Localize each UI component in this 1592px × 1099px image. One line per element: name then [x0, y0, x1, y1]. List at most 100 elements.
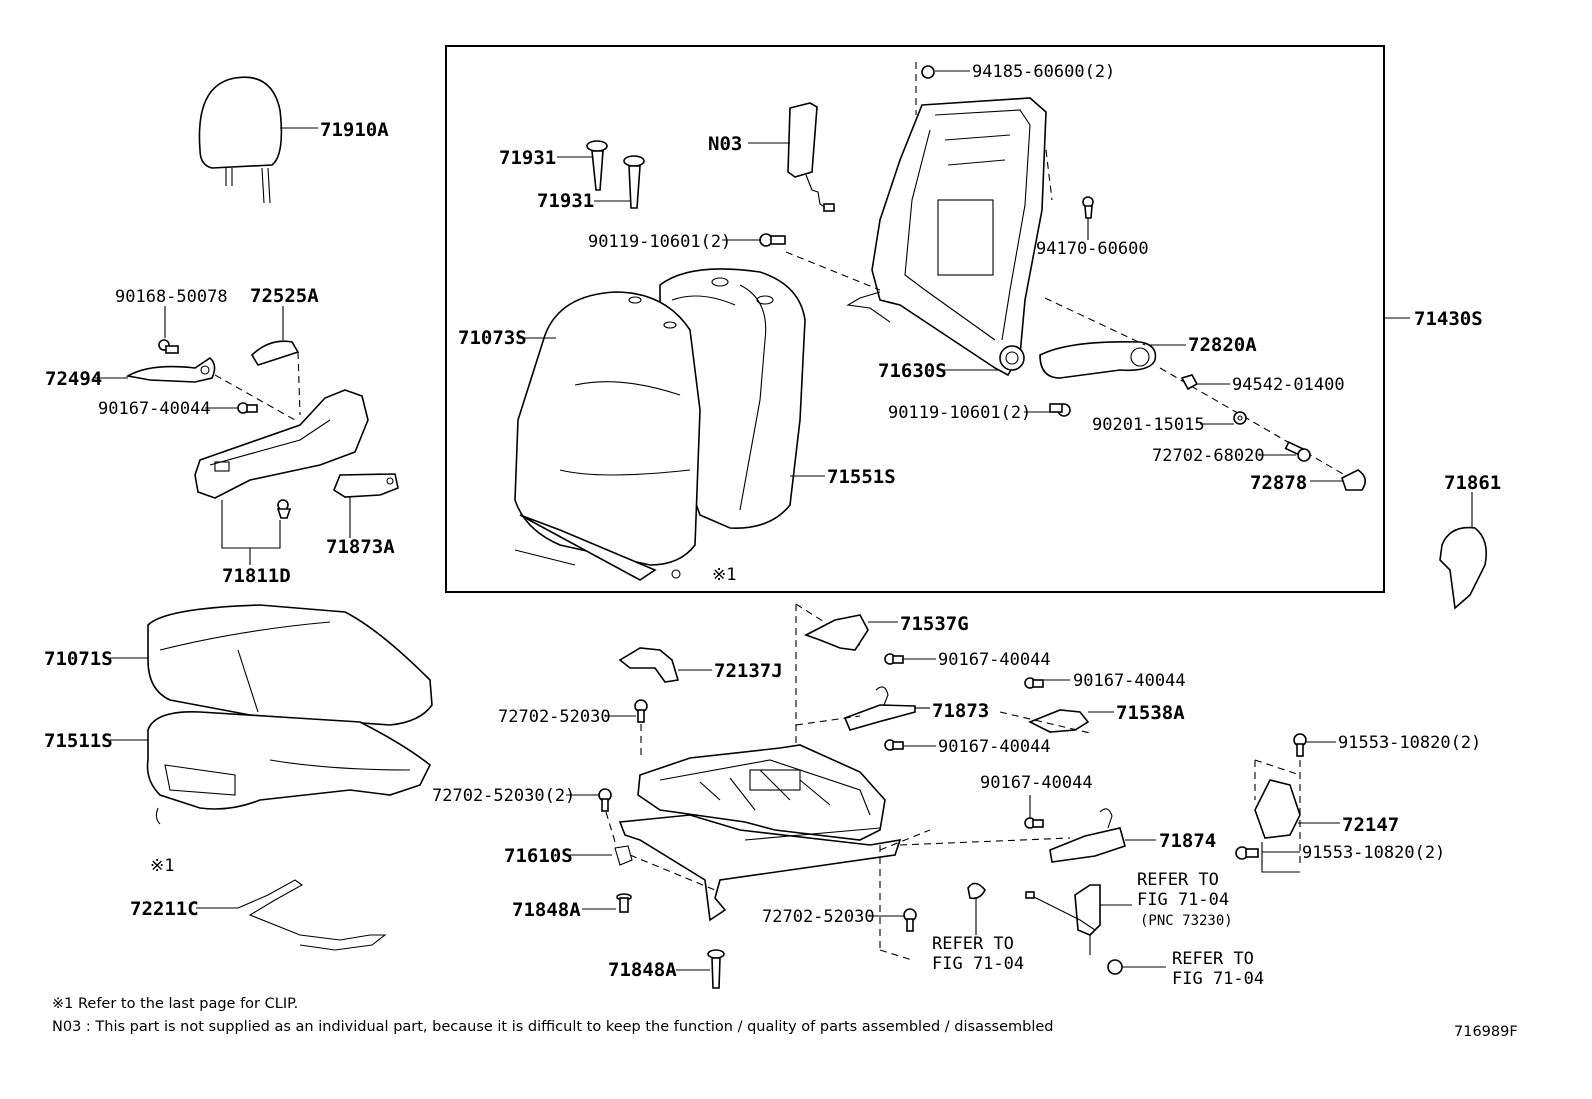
label-clip-cushion: ※1	[150, 856, 174, 876]
refer-label-1-line2[interactable]: FIG 71-04	[1137, 890, 1229, 910]
footnote-clip: ※1 Refer to the last page for CLIP.	[52, 996, 298, 1012]
label-90167-side: 90167-40044	[98, 399, 211, 419]
label-71873A: 71873A	[326, 536, 395, 558]
seatbelt-buckle[interactable]	[1025, 884, 1101, 936]
label-71511S: 71511S	[44, 730, 113, 752]
seat-cushion-pad-part[interactable]	[146, 711, 432, 810]
knob-72525A[interactable]	[250, 340, 300, 366]
label-72147: 72147	[1342, 814, 1399, 836]
bolt-72702-68020[interactable]	[1284, 441, 1311, 462]
label-71861: 71861	[1444, 472, 1501, 494]
label-90167-d: 90167-40044	[980, 773, 1093, 793]
bolt-72702-52030-b[interactable]	[598, 788, 612, 812]
screw-90167-side[interactable]	[237, 402, 258, 414]
bolt-94170[interactable]	[1082, 196, 1094, 219]
seatback-frame-part[interactable]	[846, 97, 1047, 377]
cover-71537G[interactable]	[803, 614, 869, 651]
label-72878: 72878	[1250, 472, 1307, 494]
bracket-71538A[interactable]	[1028, 709, 1090, 733]
label-71910A: 71910A	[320, 119, 389, 141]
side-cover-71861[interactable]	[1439, 526, 1488, 610]
label-72702-52030-b: 72702-52030(2)	[432, 786, 575, 806]
label-90168: 90168-50078	[115, 287, 228, 307]
label-90167-c: 90167-40044	[938, 737, 1051, 757]
label-clip-seatback: ※1	[712, 565, 736, 585]
bracket-71873[interactable]	[843, 686, 916, 731]
label-94170: 94170-60600	[1036, 239, 1149, 259]
seat-cushion-cover-part[interactable]	[147, 604, 433, 726]
bolt-72702-52030-a[interactable]	[634, 699, 648, 723]
seatback-cover-part[interactable]	[514, 291, 701, 581]
label-71873: 71873	[932, 700, 989, 722]
seat-adjuster-71610S[interactable]	[614, 744, 902, 922]
nut-refer[interactable]	[1107, 959, 1123, 975]
armrest-part[interactable]	[1039, 340, 1157, 379]
pin-71848A-b[interactable]	[707, 949, 725, 989]
label-90119-upper: 90119-10601(2)	[588, 232, 731, 252]
pin-71848A-a[interactable]	[616, 893, 632, 913]
label-90167-a: 90167-40044	[938, 650, 1051, 670]
cover-72137J[interactable]	[618, 647, 680, 683]
clip-part-71931[interactable]	[586, 140, 645, 209]
bracket-71873A[interactable]	[333, 473, 399, 498]
label-71073S: 71073S	[458, 327, 527, 349]
label-71630S: 71630S	[878, 360, 947, 382]
label-N03: N03	[708, 133, 742, 155]
washer-90201[interactable]	[1233, 411, 1247, 425]
label-94542: 94542-01400	[1232, 375, 1345, 395]
bolt-90168[interactable]	[158, 339, 179, 354]
refer-label-3-line2[interactable]: FIG 71-04	[1172, 969, 1264, 989]
screw-90167-a[interactable]	[884, 653, 904, 665]
airbag-module-part[interactable]	[787, 102, 835, 212]
bolt-94185[interactable]	[921, 65, 935, 79]
footnote-n03: N03 : This part is not supplied as an in…	[52, 1019, 1053, 1035]
label-72702-52030-a: 72702-52030	[498, 707, 611, 727]
bolt-90119-lower[interactable]	[1049, 403, 1071, 417]
label-90119-lower: 90119-10601(2)	[888, 403, 1031, 423]
bracket-72147[interactable]	[1254, 779, 1301, 839]
screw-90167-d[interactable]	[1024, 817, 1044, 829]
label-71538A: 71538A	[1116, 702, 1185, 724]
clip-marker-cushion	[155, 807, 161, 825]
label-94185: 94185-60600(2)	[972, 62, 1115, 82]
label-71610S: 71610S	[504, 845, 573, 867]
side-shield-71811D[interactable]	[194, 389, 369, 499]
lever-72494[interactable]	[125, 356, 216, 383]
label-71931-a: 71931	[499, 147, 556, 169]
refer-label-1-pnc: (PNC 73230)	[1140, 913, 1233, 929]
label-72702-68020: 72702-68020	[1152, 446, 1265, 466]
screw-90167-b[interactable]	[1024, 677, 1044, 689]
headrest-part[interactable]	[198, 76, 283, 204]
refer-label-2-line1[interactable]: REFER TO	[932, 934, 1014, 954]
label-91553-b: 91553-10820(2)	[1302, 843, 1445, 863]
seatback-assembly-frame	[445, 45, 1385, 593]
cover-71874[interactable]	[1049, 808, 1126, 863]
figure-id: 716989F	[1454, 1024, 1518, 1040]
wire-72211C[interactable]	[237, 879, 387, 951]
refer-label-1-line1[interactable]: REFER TO	[1137, 870, 1219, 890]
bolt-91553-b[interactable]	[1235, 846, 1259, 860]
clip-71811D[interactable]	[276, 499, 292, 519]
label-71430S: 71430S	[1414, 308, 1483, 330]
clip-marker-seatback	[671, 569, 681, 579]
screw-90167-c[interactable]	[884, 739, 904, 751]
cap-72878[interactable]	[1341, 469, 1366, 491]
label-72211C: 72211C	[130, 898, 199, 920]
bolt-72702-52030-c[interactable]	[903, 908, 917, 932]
label-72702-52030-c: 72702-52030	[762, 907, 875, 927]
label-72525A: 72525A	[250, 285, 319, 307]
label-71537G: 71537G	[900, 613, 969, 635]
bolt-90119-upper[interactable]	[759, 233, 786, 247]
clip-refer[interactable]	[967, 882, 986, 900]
label-71931-b: 71931	[537, 190, 594, 212]
label-91553-a: 91553-10820(2)	[1338, 733, 1481, 753]
label-72494: 72494	[45, 368, 102, 390]
refer-label-2-line2[interactable]: FIG 71-04	[932, 954, 1024, 974]
bolt-91553-a[interactable]	[1293, 733, 1307, 757]
refer-label-3-line1[interactable]: REFER TO	[1172, 949, 1254, 969]
washer-94542[interactable]	[1180, 374, 1199, 391]
label-72820A: 72820A	[1188, 334, 1257, 356]
label-71874: 71874	[1159, 830, 1216, 852]
